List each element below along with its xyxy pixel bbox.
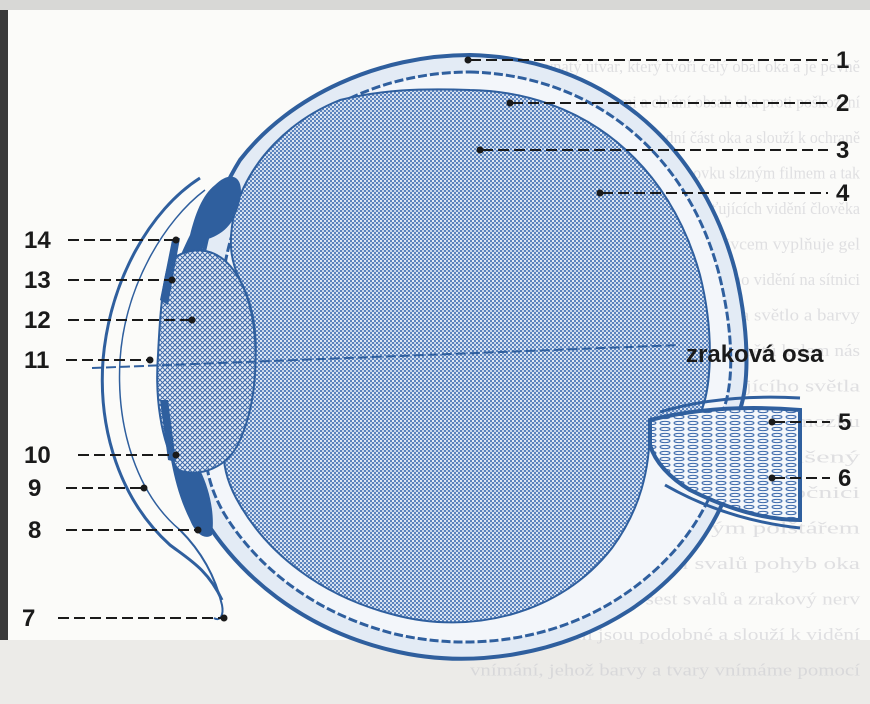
label-4: 4 (836, 180, 850, 207)
label-13: 13 (24, 267, 51, 294)
label-1: 1 (836, 47, 849, 74)
visual-axis-label: zraková osa (686, 341, 824, 368)
label-8: 8 (28, 517, 41, 544)
bleed-text-line: vnímání, jehož barvy a tvary vnímáme pom… (470, 661, 860, 680)
label-6: 6 (838, 465, 851, 492)
label-5: 5 (838, 409, 851, 436)
label-14: 14 (24, 227, 51, 254)
label-11: 11 (24, 347, 49, 374)
label-2: 2 (836, 90, 849, 117)
label-10: 10 (24, 442, 51, 469)
label-3: 3 (836, 137, 849, 164)
page-shadow-left (0, 0, 8, 704)
page-shadow-top (0, 0, 870, 10)
label-7: 7 (22, 605, 35, 632)
label-12: 12 (24, 307, 51, 334)
label-9: 9 (28, 475, 41, 502)
